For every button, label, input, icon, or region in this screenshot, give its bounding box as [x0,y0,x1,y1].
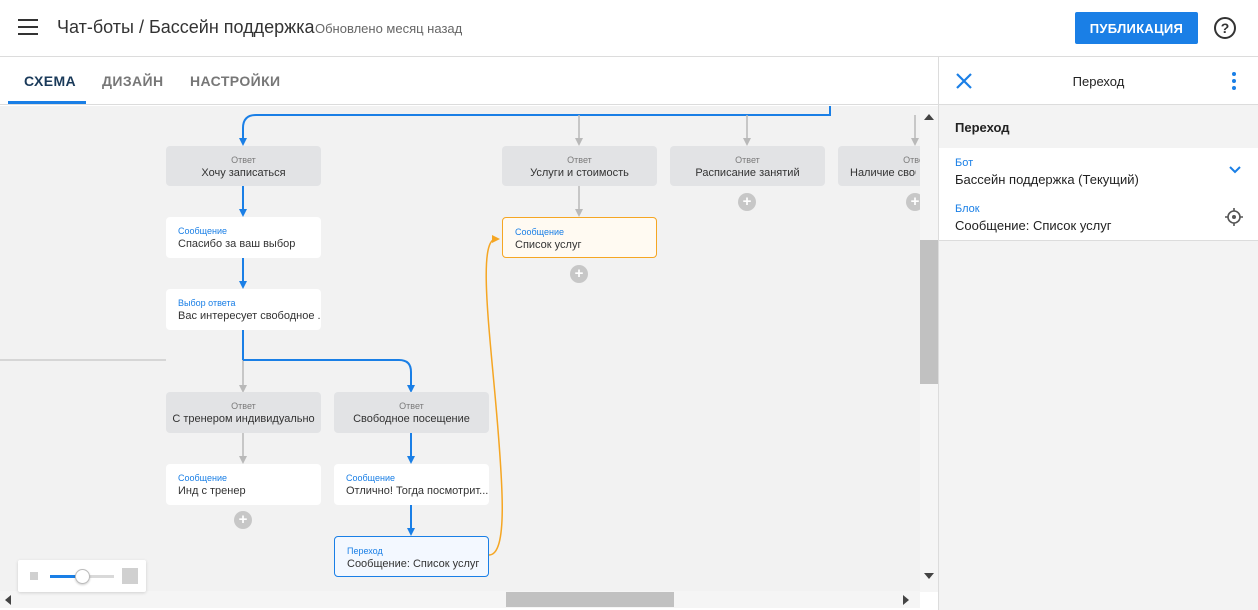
scroll-thumb[interactable] [920,240,938,384]
node-choice-question[interactable]: Выбор ответа Вас интересует свободное ..… [166,289,321,330]
node-text: Список услуг [515,239,582,251]
add-node-icon[interactable]: + [570,265,588,283]
add-node-icon[interactable]: + [738,193,756,211]
scroll-thumb[interactable] [506,592,674,607]
panel-title: Переход [1072,74,1125,89]
scroll-down-icon[interactable] [924,573,934,579]
zoom-track-fill [50,575,82,578]
locate-target-icon[interactable] [1225,208,1243,226]
node-label: Сообщение [346,473,395,483]
flow-canvas[interactable]: Ответ Хочу записаться Ответ Услуги и сто… [0,106,920,592]
node-label: Ответ [231,401,256,411]
help-icon[interactable]: ? [1214,17,1236,39]
scroll-left-icon[interactable] [5,595,11,605]
section-title: Переход [955,120,1010,135]
panel-header: Переход [939,57,1258,105]
zoom-control [18,560,146,592]
node-text: Инд с тренер [178,485,246,497]
node-text: Хочу записаться [201,167,286,179]
node-label: Сообщение [515,227,564,237]
node-answer-schedule[interactable]: Ответ Расписание занятий [670,146,825,186]
tab-bar: СХЕМА ДИЗАЙН НАСТРОЙКИ [0,57,938,105]
node-answer-availability[interactable]: Ответ Наличие свобо [838,146,920,186]
node-text: Свободное посещение [353,413,470,425]
zoom-in-icon[interactable] [122,568,138,584]
node-text: Сообщение: Список услуг [347,558,480,570]
node-text: С тренером индивидуально [172,413,315,425]
node-jump-selected[interactable]: Переход Сообщение: Список услуг [334,536,489,577]
bot-select[interactable]: Бот Бассейн поддержка (Текущий) [939,148,1258,195]
vertical-scrollbar[interactable] [920,106,938,592]
node-label: Переход [347,546,383,556]
node-label: Ответ [735,155,760,165]
publish-button[interactable]: ПУБЛИКАЦИЯ [1075,12,1198,44]
scroll-right-icon[interactable] [903,595,909,605]
hamburger-menu-icon[interactable] [18,19,38,35]
node-message-thanks[interactable]: Сообщение Спасибо за ваш выбор [166,217,321,258]
node-label: Ответ [231,155,256,165]
bot-field-value: Бассейн поддержка (Текущий) [955,172,1139,187]
node-answer-trainer[interactable]: Ответ С тренером индивидуально [166,392,321,433]
node-text: Расписание занятий [695,167,800,179]
bot-field-label: Бот [955,157,974,169]
node-answer-services[interactable]: Ответ Услуги и стоимость [502,146,657,186]
node-answer-free-visit[interactable]: Ответ Свободное посещение [334,392,489,433]
node-message-great[interactable]: Сообщение Отлично! Тогда посмотрит... [334,464,489,505]
active-tab-indicator [8,101,86,104]
scroll-up-icon[interactable] [924,114,934,120]
horizontal-scrollbar[interactable] [0,591,920,608]
node-text: Вас интересует свободное ... [178,310,321,322]
node-label: Сообщение [178,473,227,483]
node-text: Спасибо за ваш выбор [178,238,296,250]
add-node-icon[interactable]: + [906,193,920,211]
more-options-icon[interactable] [1231,72,1237,90]
top-bar: Чат-боты / Бассейн поддержка Обновлено м… [0,0,1258,57]
tab-settings[interactable]: НАСТРОЙКИ [190,73,281,89]
node-text: Услуги и стоимость [530,167,629,179]
node-message-trainer[interactable]: Сообщение Инд с тренер [166,464,321,505]
tab-schema[interactable]: СХЕМА [24,73,77,89]
node-answer-signup[interactable]: Ответ Хочу записаться [166,146,321,186]
tab-design[interactable]: ДИЗАЙН [102,73,164,89]
node-text: Отлично! Тогда посмотрит... [346,485,489,497]
properties-panel: Переход Переход Бот Бассейн поддержка (Т… [938,57,1258,610]
node-label: Ответ [399,401,424,411]
node-label: Ответ [567,155,592,165]
block-select[interactable]: Блок Сообщение: Список услуг [939,194,1258,241]
breadcrumb[interactable]: Чат-боты / Бассейн поддержка [57,17,315,37]
node-label: Выбор ответа [178,298,236,308]
chevron-down-icon[interactable] [1229,164,1241,176]
zoom-out-icon[interactable] [30,572,38,580]
block-field-label: Блок [955,203,980,215]
add-node-icon[interactable]: + [234,511,252,529]
zoom-slider-handle[interactable] [75,569,90,584]
node-text: Наличие свобо [850,167,916,179]
connector-lines [0,106,919,556]
node-message-services-list[interactable]: Сообщение Список услуг [502,217,657,258]
block-field-value: Сообщение: Список услуг [955,218,1112,233]
updated-status: Обновлено месяц назад [315,21,463,36]
node-label: Сообщение [178,226,227,236]
close-icon[interactable] [955,72,973,90]
node-label: Ответ [903,155,920,165]
